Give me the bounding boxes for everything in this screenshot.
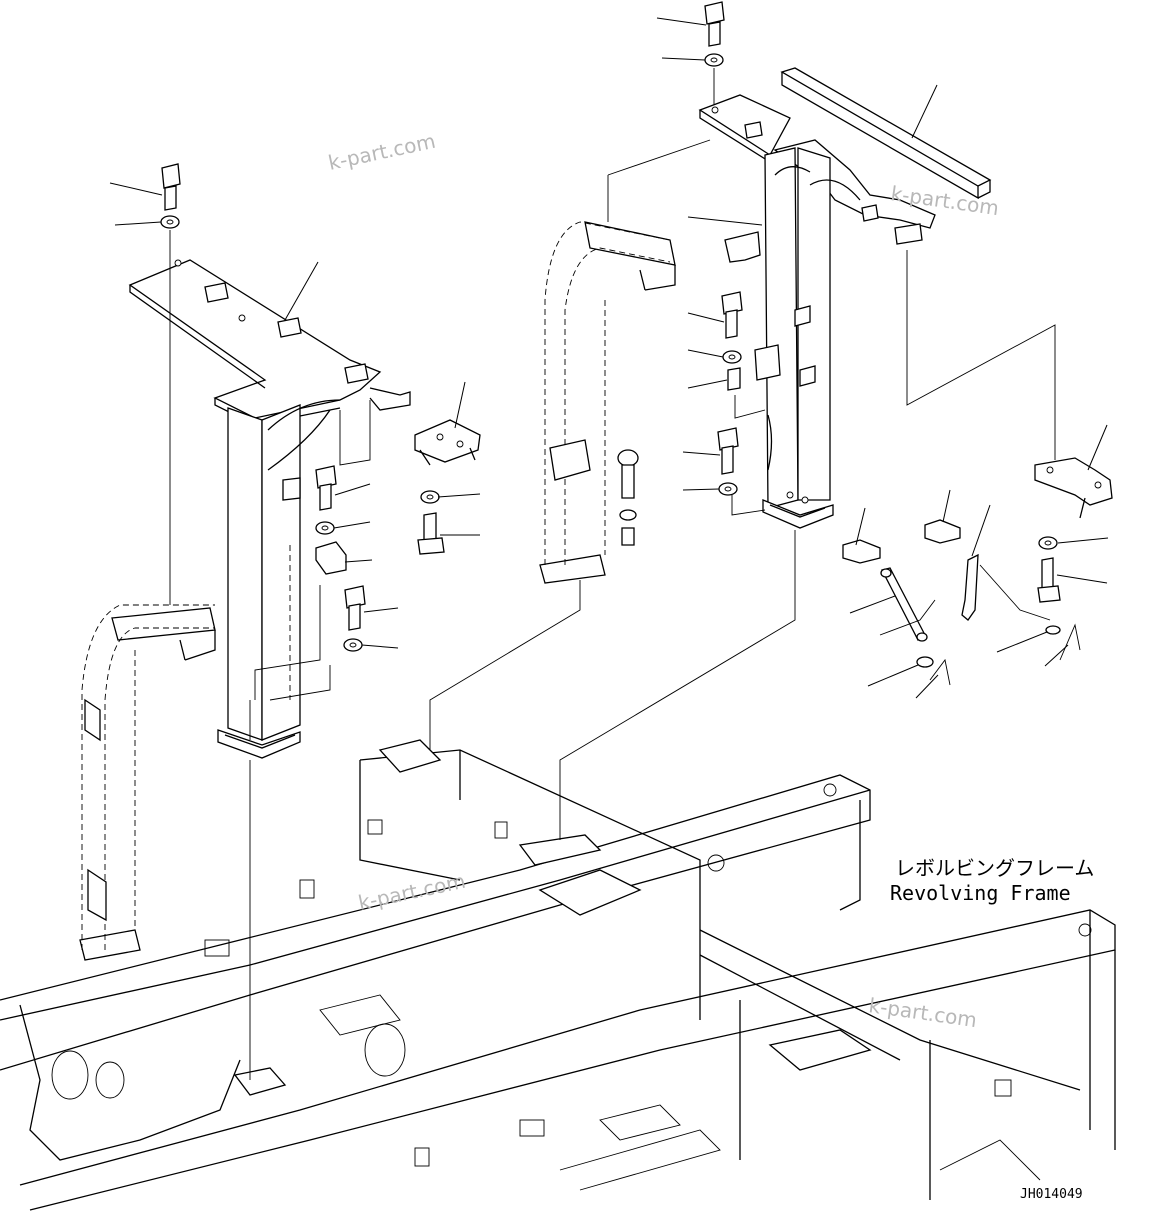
right-pillar (429, 1, 1056, 840)
left-pillar (128, 163, 411, 1080)
drawing-code: JH014049 (1020, 1187, 1083, 1202)
watermark-1: k-part.com (326, 129, 438, 175)
watermark-3: k-part.com (356, 869, 468, 915)
watermark-4: k-part.com (867, 993, 978, 1032)
revolving-frame-label-en: Revolving Frame (890, 881, 1071, 905)
revolving-frame (0, 739, 1116, 1211)
leader-lines (109, 17, 1109, 699)
right-linkage (842, 457, 1113, 686)
center-handrail (539, 221, 676, 584)
left-bracket-hardware (254, 400, 481, 701)
left-handrail (79, 604, 216, 961)
revolving-frame-label-jp: レボルビングフレーム (895, 856, 1094, 880)
